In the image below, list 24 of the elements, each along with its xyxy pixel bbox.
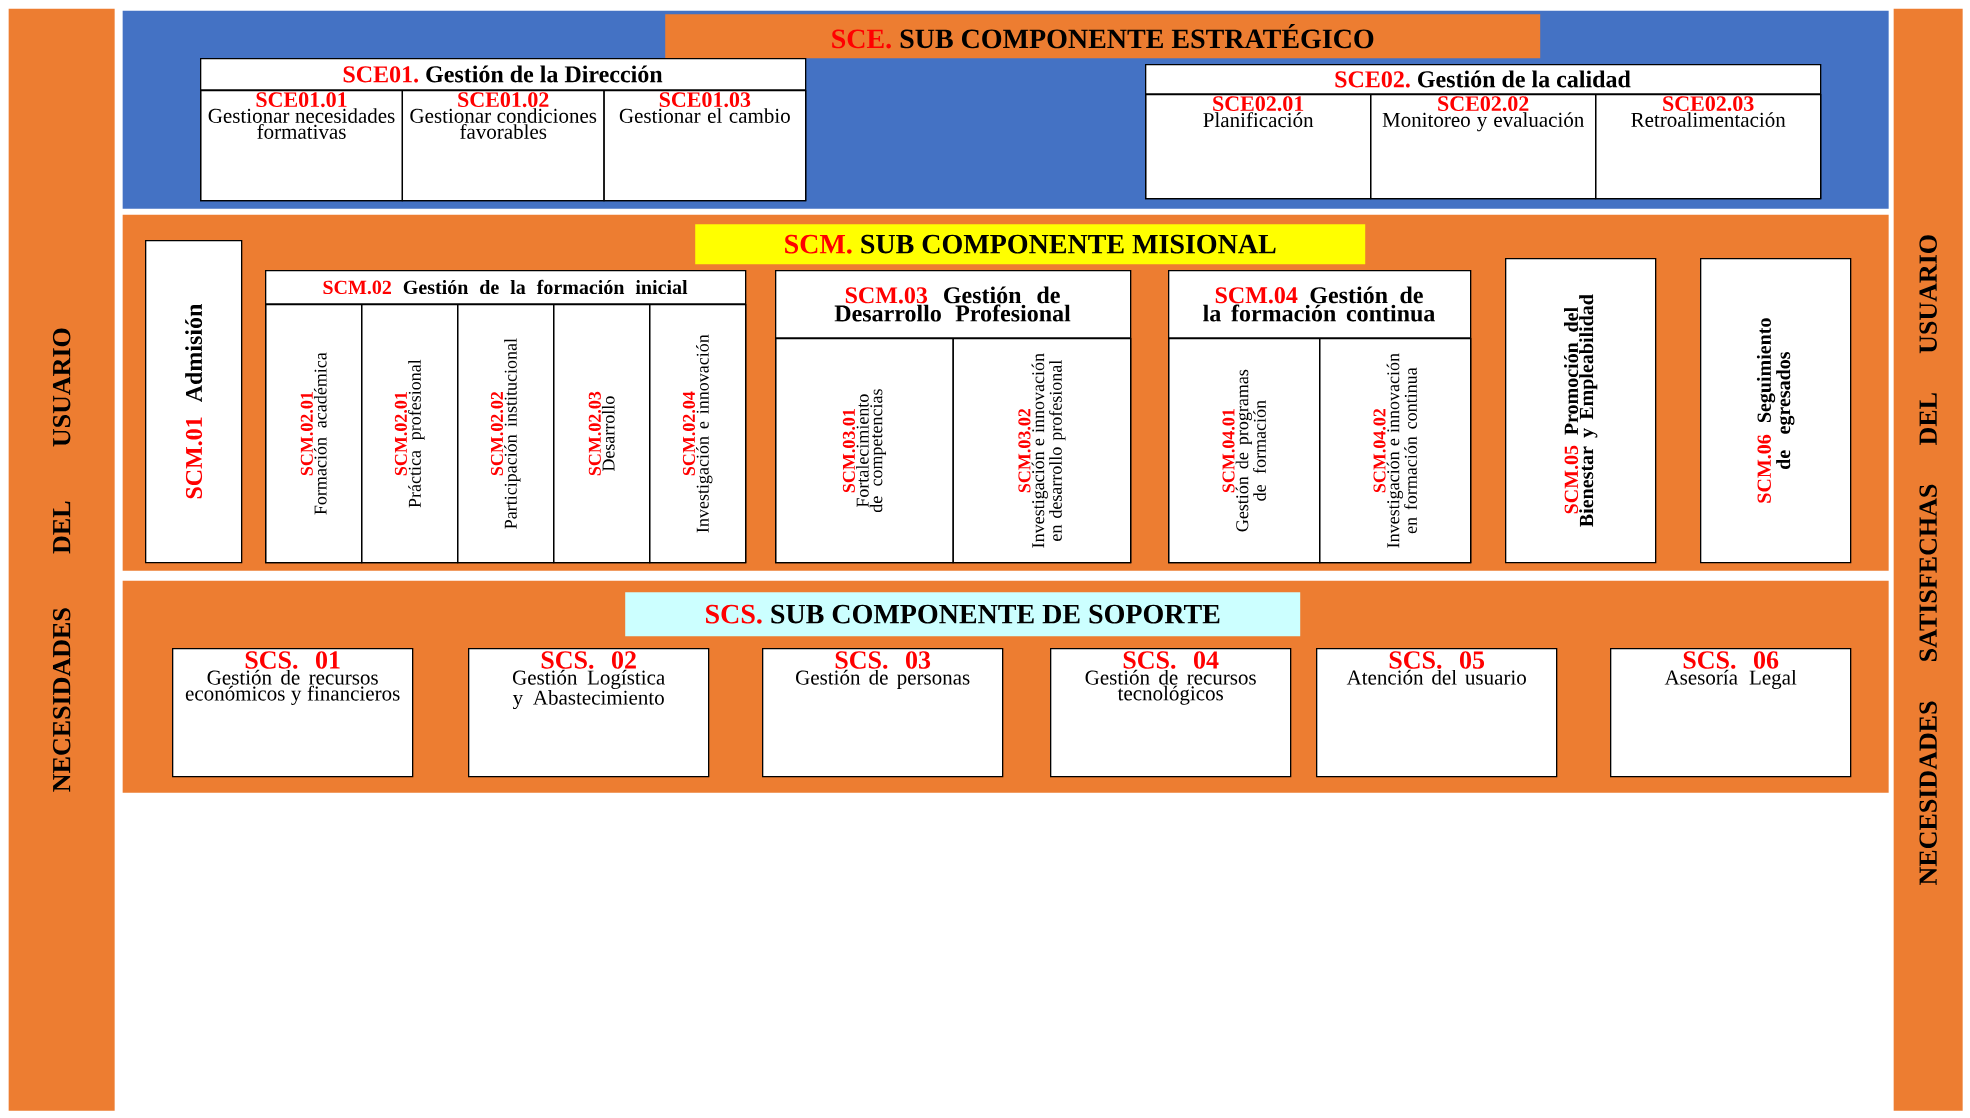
side-band: NECESIDADES DEL USUARIO [8, 8, 115, 1111]
table-cell: SCE01.02 Gestionar condiciones favorables [401, 90, 605, 202]
table-cell: SCM.02.03 Desarrollo [553, 304, 651, 564]
table-cell: SCM.02.04 Investigación e innovación [649, 304, 747, 564]
process-box: SCS. 03 Gestión de personas [762, 648, 1004, 778]
side-band: NECESIDADES SATISFECHAS DEL USUARIO [1893, 8, 1963, 1111]
table-cell: SCM.04.02 Investigación e innovación en formación continua [1319, 338, 1472, 564]
table-cell: SCE02.01 Planificación [1145, 94, 1372, 200]
process-box: SCS. 01 Gestión de recursos económicos y financieros [172, 648, 414, 778]
process-box: SCS. 04 Gestión de recursos tecnológicos [1050, 648, 1292, 778]
table-cell: SCM.02.01 Práctica profesional [361, 304, 459, 564]
table-cell: SCM.02.02 Participación institucional [457, 304, 555, 564]
process-box: SCM.01 Admisión [145, 240, 243, 564]
table-cell: SCE01.03 Gestionar el cambio [603, 90, 807, 202]
process-box: SCS. 06 Asesoría Legal [1610, 648, 1852, 778]
table-cell: SCE02.03 Retroalimentación [1595, 94, 1822, 200]
process-box: SCS. 02 Gestión Logística y Abastecimiento [468, 648, 710, 778]
table-cell: SCE01.01 Gestionar necesidades formativas [200, 90, 403, 202]
table-cell: SCM.02.01 Formación académica [265, 304, 363, 564]
process-box: SCS. 05 Atención del usuario [1316, 648, 1558, 778]
table-cell: SCE02.02 Monitoreo y evaluación [1370, 94, 1597, 200]
table-cell: SCM.03.01 Fortalecimiento de competencias [775, 338, 954, 564]
table-cell: SCM.03.02 Investigación e innovación en desarrollo profesional [952, 338, 1132, 564]
table-cell: SCM.04.01 Gestión de programas de formación [1168, 338, 1321, 564]
